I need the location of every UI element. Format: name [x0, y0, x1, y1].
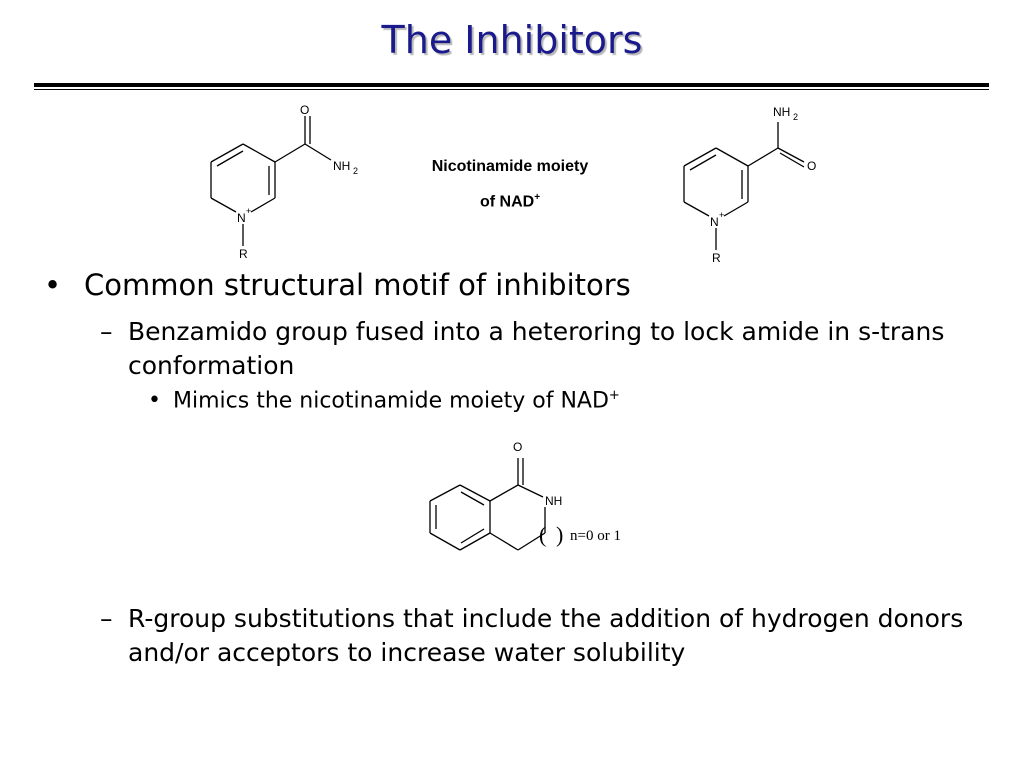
left-nitrogen-charge: + — [246, 206, 251, 216]
caption-nad-charge: + — [534, 192, 541, 203]
core-bonds — [429, 458, 546, 551]
bullet-text: Common structural motif of inhibitors — [84, 268, 631, 302]
left-amine-label: NH — [333, 159, 350, 173]
right-amine-subscript: 2 — [793, 112, 798, 122]
left-bonds — [210, 116, 332, 246]
core-bracket-open: ( — [539, 522, 546, 547]
left-r-group-label: R — [239, 247, 248, 261]
slide-title: The Inhibitors — [381, 18, 643, 62]
core-oxygen-label: O — [513, 440, 522, 454]
caption-line-1: Nicotinamide moiety — [431, 158, 589, 175]
right-nitrogen-label: N — [710, 215, 719, 229]
nad-charge: + — [608, 388, 620, 403]
caption-nad: of NAD — [479, 193, 535, 211]
mimics-text: Mimics the nicotinamide moiety of NAD — [173, 388, 609, 414]
inhibitor-core-structure: O NH ( ) n=0 or 1 — [429, 440, 621, 551]
dash-marker: – — [100, 604, 113, 633]
bullet-marker: • — [148, 388, 161, 413]
left-nitrogen-label: N — [237, 211, 246, 225]
nicotinamide-structure-right: NH 2 O N + R — [683, 105, 816, 265]
bullet-marker: • — [44, 268, 62, 302]
title-rule-thin — [34, 89, 989, 90]
sub-bullet-r-group: – R-group substitutions that include the… — [100, 602, 980, 670]
structure-caption: Nicotinamide moiety of NAD+ — [380, 151, 640, 217]
core-bracket-close: ) — [556, 522, 563, 547]
right-oxygen-label: O — [807, 159, 816, 173]
dash-marker: – — [100, 317, 113, 346]
sub-bullet-text: R-group substitutions that include the a… — [128, 604, 964, 667]
right-r-group-label: R — [712, 251, 721, 265]
sub-sub-bullet-text: Mimics the nicotinamide moiety of NAD+ — [173, 388, 620, 413]
left-amine-subscript: 2 — [353, 166, 358, 176]
title-rule-thick — [34, 83, 989, 87]
core-nh-label: NH — [545, 494, 562, 508]
caption-line-2: of NAD+ — [380, 182, 640, 217]
right-amine-label: NH — [773, 105, 790, 119]
nicotinamide-structure-left: O NH 2 N + R — [210, 103, 358, 261]
right-nitrogen-charge: + — [719, 210, 724, 220]
core-n-label: n=0 or 1 — [570, 528, 621, 544]
left-oxygen-label: O — [300, 103, 309, 117]
sub-bullet-benzamido: – Benzamido group fused into a heterorin… — [100, 315, 980, 383]
sub-bullet-text: Benzamido group fused into a heteroring … — [128, 317, 945, 380]
right-bonds — [683, 122, 805, 250]
